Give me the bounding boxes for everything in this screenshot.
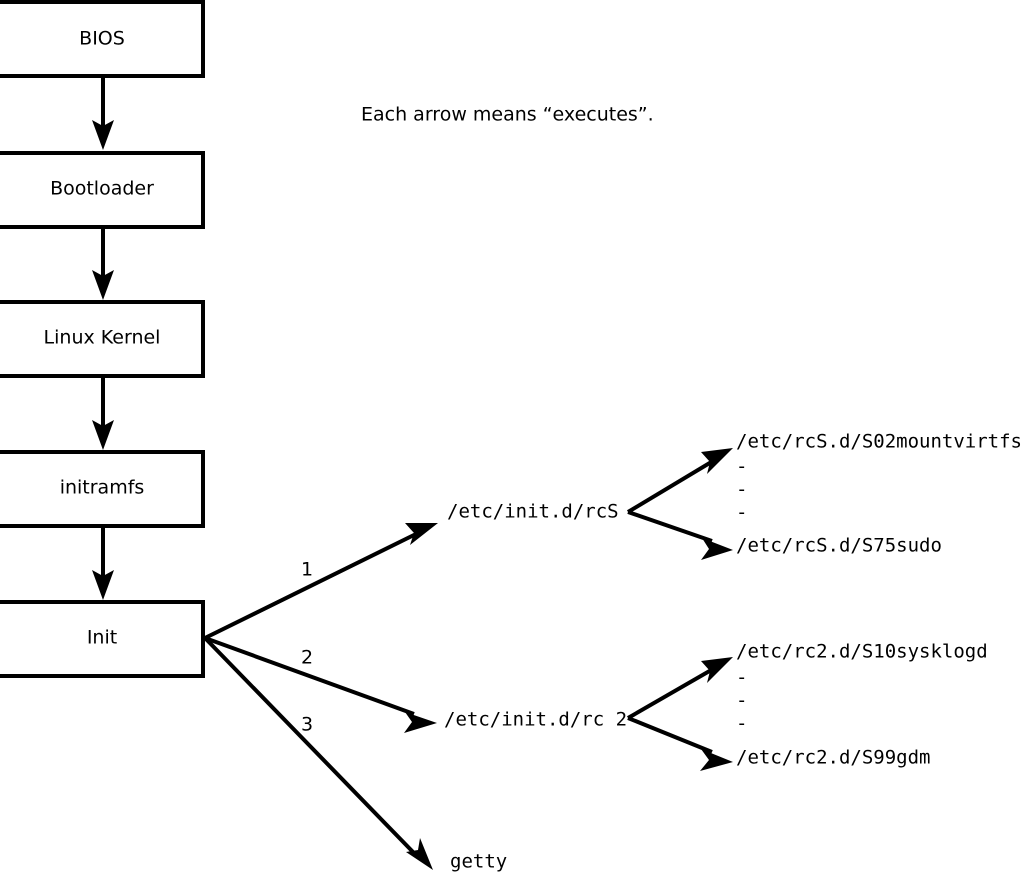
rc2-ellipsis-dash-3: - <box>736 713 747 735</box>
rcs-script-first-label: /etc/rcS.d/S02mountvirtfs <box>736 431 1022 453</box>
edge-init-to-getty: 3 <box>203 636 433 870</box>
arrowhead-icon <box>92 270 114 300</box>
arrowhead-icon <box>404 712 437 733</box>
edge-label-3: 3 <box>301 714 313 736</box>
edge-label-2: 2 <box>301 647 313 669</box>
node-init[interactable]: Init <box>0 600 205 678</box>
legend-note: Each arrow means “executes”. <box>361 104 654 126</box>
edge-rcs-to-last-script <box>627 510 733 560</box>
edge-initramfs-to-init <box>92 526 114 600</box>
node-bios[interactable]: BIOS <box>0 0 205 78</box>
edge-kernel-to-initramfs <box>92 376 114 450</box>
rc2-script-first-label: /etc/rc2.d/S10sysklogd <box>736 641 988 663</box>
rcs-script-last-label: /etc/rcS.d/S75sudo <box>736 535 942 557</box>
rcs-ellipsis-dash-3: - <box>736 502 747 524</box>
edge-init-to-rcs: 1 <box>204 523 438 640</box>
arrowhead-icon <box>701 448 733 474</box>
arrowhead-icon <box>701 538 733 560</box>
node-bootloader-label: Bootloader <box>50 178 154 200</box>
arrowhead-icon <box>701 657 733 683</box>
edge-bios-to-bootloader <box>92 76 114 150</box>
arrowhead-icon <box>92 570 114 600</box>
rc2-script-last-label: /etc/rc2.d/S99gdm <box>736 747 930 769</box>
node-initramfs[interactable]: initramfs <box>0 450 205 528</box>
node-bios-rect <box>0 0 205 78</box>
node-linux-kernel[interactable]: Linux Kernel <box>0 300 205 378</box>
edge-label-1: 1 <box>301 559 313 581</box>
node-etc-initd-rc2-label: /etc/init.d/rc 2 <box>444 709 627 731</box>
node-bootloader-rect <box>0 151 205 229</box>
rc2-ellipsis-dash-2: - <box>736 690 747 712</box>
node-getty-label: getty <box>450 851 507 873</box>
node-etc-initd-rcs-label: /etc/init.d/rcS <box>447 501 619 523</box>
arrowhead-icon <box>405 523 438 545</box>
node-linux-kernel-label: Linux Kernel <box>44 327 161 349</box>
arrowhead-icon <box>406 838 433 870</box>
arrowhead-icon <box>92 120 114 150</box>
node-init-label: Init <box>87 627 117 649</box>
node-linux-kernel-rect <box>0 300 205 378</box>
edge-rc2-to-last-script <box>627 716 733 771</box>
node-bios-label: BIOS <box>79 28 125 50</box>
arrowhead-icon <box>92 420 114 450</box>
edge-bootloader-to-kernel <box>92 227 114 300</box>
node-bootloader[interactable]: Bootloader <box>0 151 205 229</box>
edge-rc2-to-first-script <box>627 657 733 720</box>
edge-rcs-to-first-script <box>626 448 733 514</box>
node-init-rect <box>0 600 205 678</box>
arrowhead-icon <box>700 749 733 771</box>
node-initramfs-rect <box>0 450 205 528</box>
node-initramfs-label: initramfs <box>60 477 145 499</box>
rcs-ellipsis-dash-1: - <box>736 456 747 478</box>
edge-init-to-rc2: 2 <box>204 636 437 733</box>
rc2-ellipsis-dash-1: - <box>736 667 747 689</box>
rcs-ellipsis-dash-2: - <box>736 479 747 501</box>
